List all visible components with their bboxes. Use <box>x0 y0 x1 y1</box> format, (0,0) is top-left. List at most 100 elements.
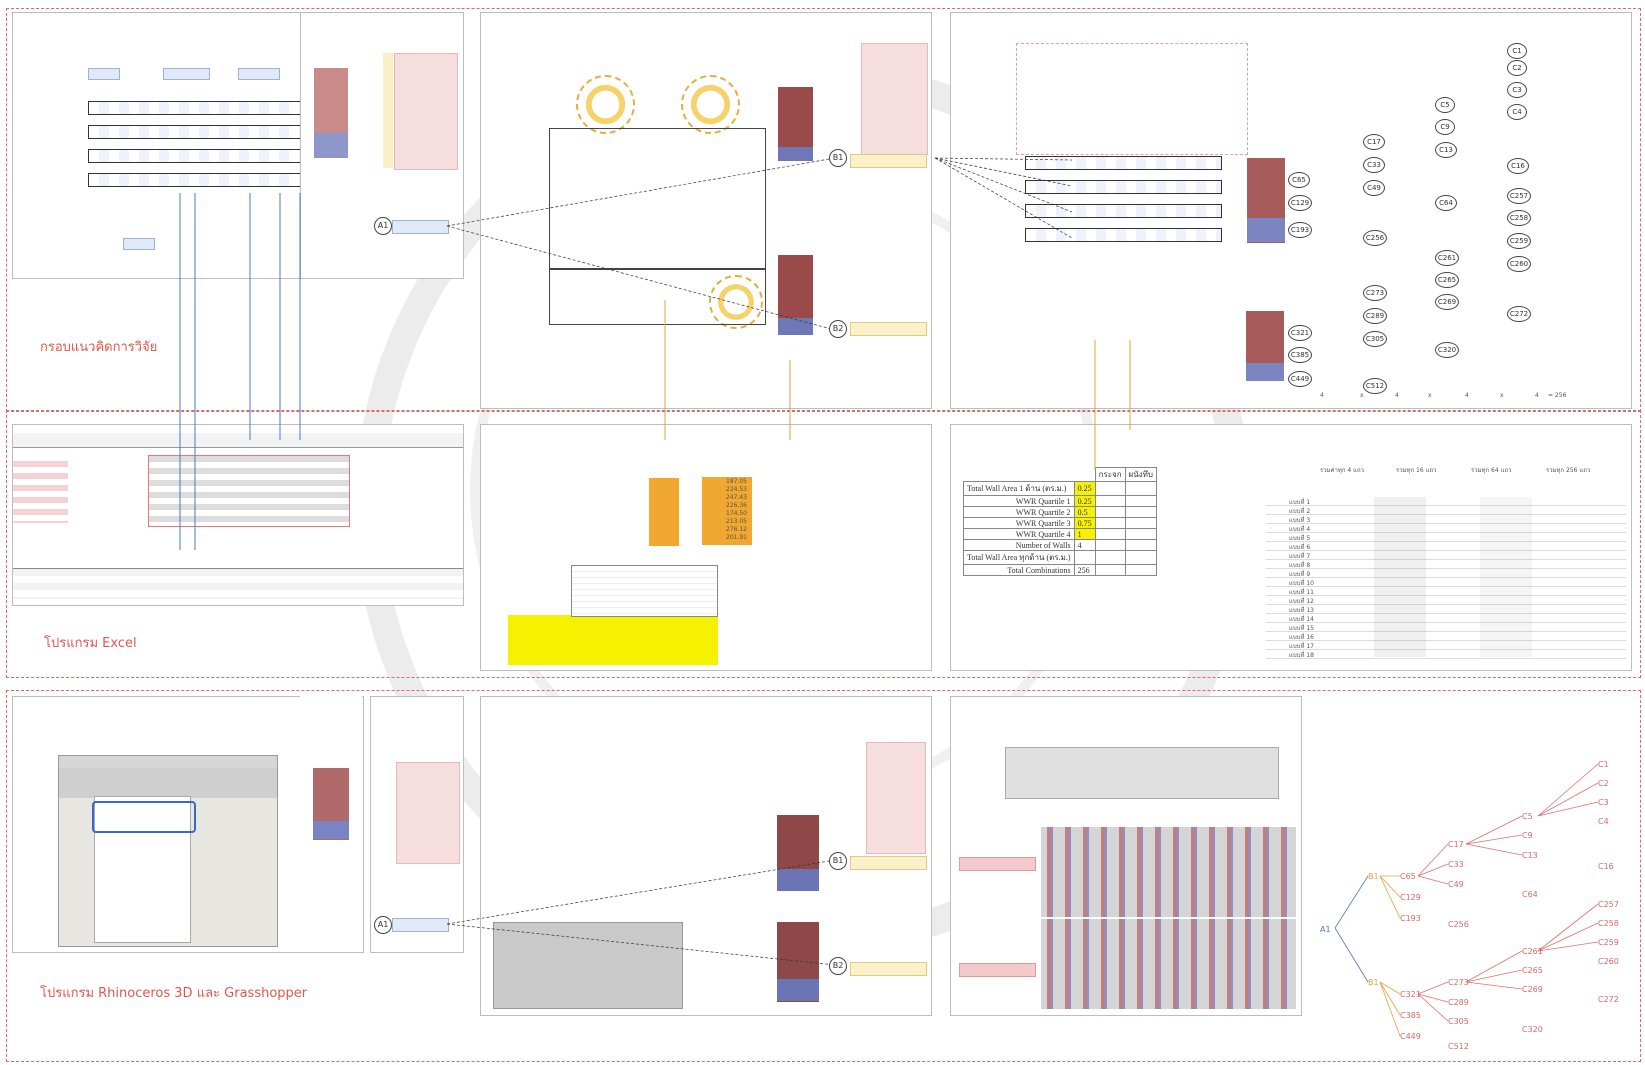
tree-node-c260: C260 <box>1507 256 1531 272</box>
btree-c269: C269 <box>1522 985 1543 994</box>
btree-c49: C49 <box>1448 880 1464 889</box>
pattern-row: แบบที่ 17 <box>1289 643 1314 650</box>
tree-edge <box>1537 922 1599 952</box>
tree-node-c129: C129 <box>1288 195 1312 211</box>
compass-diagram-1 <box>576 75 635 134</box>
btree-c13: C13 <box>1522 851 1538 860</box>
tree-node-c64: C64 <box>1435 195 1457 211</box>
tree-node-c305: C305 <box>1363 331 1387 347</box>
render-label-b2 <box>959 963 1036 977</box>
mult-2: x <box>1360 392 1364 399</box>
render-label-b1 <box>959 857 1036 871</box>
tree-edge <box>1379 875 1401 919</box>
tree-node-c3: C3 <box>1507 82 1527 98</box>
tree-edge <box>1465 981 1523 990</box>
btree-c258: C258 <box>1598 919 1619 928</box>
btree-c320: C320 <box>1522 1025 1543 1034</box>
tree-node-c269: C269 <box>1435 294 1459 310</box>
tree-node-c4: C4 <box>1507 104 1527 120</box>
rhino-panel-render <box>950 696 1302 1016</box>
yellow-results-block <box>508 615 718 665</box>
building-top-1-blue <box>778 147 813 161</box>
tree-node-c257: C257 <box>1507 188 1531 204</box>
orient-E: 247.43 <box>726 494 747 501</box>
node-b1-bottom: B1 <box>829 852 847 870</box>
btree-c3: C3 <box>1598 798 1609 807</box>
tree-edge <box>1465 815 1523 845</box>
tree-node-c65: C65 <box>1288 172 1310 188</box>
param-box-4 <box>123 238 155 250</box>
node-b1-top: B1 <box>829 149 847 167</box>
rhino-panel-tree <box>1310 696 1630 1014</box>
mult-4: x <box>1428 392 1432 399</box>
tree-edge <box>1379 981 1401 1037</box>
btree-c17: C17 <box>1448 840 1464 849</box>
mult-8: = 256 <box>1548 392 1567 399</box>
tree-edge <box>1465 950 1523 983</box>
a1-label-bottom <box>392 918 449 932</box>
wall-row-7: Total Wall Area ทุกด้าน (ตร.ม.) <box>963 550 1157 565</box>
pattern-row: แบบที่ 18 <box>1289 652 1314 659</box>
tree-node-c17: C17 <box>1363 134 1385 150</box>
btree-c129: C129 <box>1400 893 1421 902</box>
tree-node-c385: C385 <box>1288 347 1312 363</box>
tree-node-c2: C2 <box>1507 60 1527 76</box>
tree-node-c5: C5 <box>1435 97 1455 113</box>
tree-node-c193: C193 <box>1288 222 1312 238</box>
btree-c4: C4 <box>1598 817 1609 826</box>
tree-diagrams <box>1334 763 1599 1037</box>
tree-node-c258: C258 <box>1507 210 1531 226</box>
excel-label-col <box>13 461 68 523</box>
tree-edge <box>1537 782 1599 817</box>
btree-c257: C257 <box>1598 900 1619 909</box>
btree-c385: C385 <box>1400 1011 1421 1020</box>
tree-edge <box>1537 801 1599 817</box>
grasshopper-toolbar <box>59 768 277 798</box>
tree-edge <box>1417 993 1449 1003</box>
right-row-4 <box>1025 228 1222 242</box>
orient-NE: 224.53 <box>726 486 747 493</box>
rhino-side-panel <box>300 696 362 951</box>
pattern-labels: แบบที่ 1 แบบที่ 2 แบบที่ 3 แบบที่ 4 แบบท… <box>1289 497 1329 662</box>
tree-edge <box>1537 903 1599 952</box>
right-row-1 <box>1025 156 1222 170</box>
btree-c449: C449 <box>1400 1032 1421 1041</box>
btree-a1: A1 <box>1320 925 1331 934</box>
render-grid-top <box>1041 827 1296 917</box>
orientation-table: 187.05 224.53 247.43 226.36 174.50 213.0… <box>726 465 806 545</box>
btree-c512: C512 <box>1448 1042 1469 1051</box>
wall-matrix-box <box>549 128 766 270</box>
tree-preview-pink-2 <box>861 43 928 155</box>
band-label-framework: กรอบแนวคิดการวิจัย <box>40 340 158 355</box>
orient-N: 187.05 <box>726 478 747 485</box>
btree-c1: C1 <box>1598 760 1609 769</box>
building-top-2-blue <box>778 318 813 335</box>
tree-node-c261: C261 <box>1435 250 1459 266</box>
orient-SE: 226.36 <box>726 502 747 509</box>
tree-node-c256: C256 <box>1363 230 1387 246</box>
tree-node-c13: C13 <box>1435 142 1457 158</box>
compass-diagram-2 <box>681 75 740 134</box>
tree-edge <box>1417 993 1449 1022</box>
excel-orange-col-1 <box>649 478 679 546</box>
right-row-3 <box>1025 204 1222 218</box>
results-grid <box>571 565 718 617</box>
excel-lower-table <box>13 568 463 599</box>
right-input-region <box>1016 43 1248 155</box>
tree-node-c16: C16 <box>1507 158 1529 174</box>
wall-table-header: กระจกผนังทึบ <box>964 467 1157 482</box>
excel-grid-header <box>13 433 463 448</box>
btree-c16: C16 <box>1598 862 1614 871</box>
pattern-row: แบบที่ 2 <box>1289 508 1311 515</box>
compass-diagram-3 <box>709 275 763 329</box>
rhino-building-mid-2-blue <box>777 979 819 1001</box>
excel-panel-right: กระจกผนังทึบ Total Wall Area 1 ด้าน (ตร.… <box>950 424 1632 671</box>
combo-header-row: รวมค่าทุก 4 แถว รวมทุก 16 แถว รวมทุก 64 … <box>1316 455 1631 495</box>
excel-orange-col-2 <box>702 477 752 545</box>
btree-c273: C273 <box>1448 978 1469 987</box>
btree-c5: C5 <box>1522 812 1533 821</box>
